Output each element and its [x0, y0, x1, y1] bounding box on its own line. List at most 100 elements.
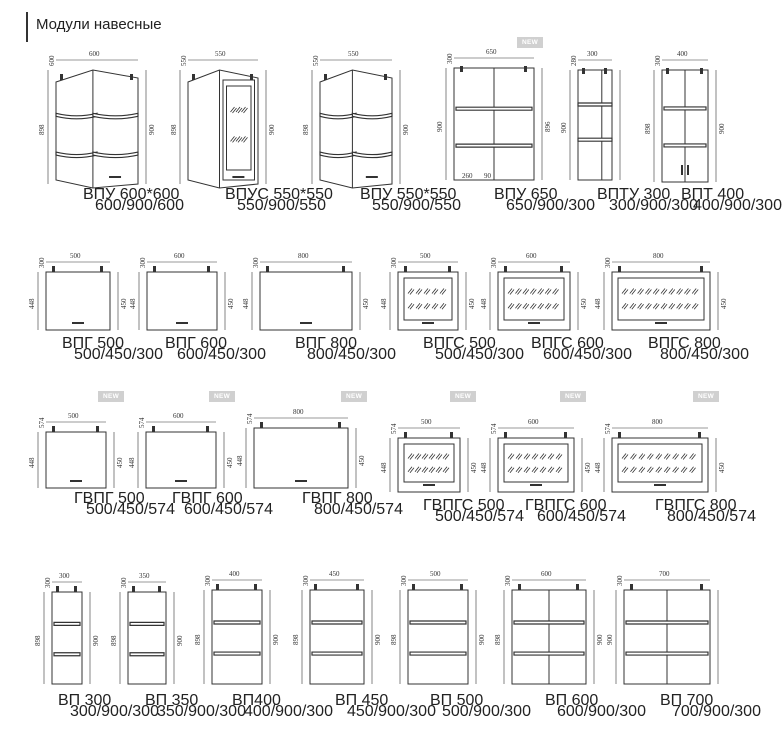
glass-hatch [243, 137, 248, 143]
dimension-depth: 300 [446, 53, 454, 65]
glass-hatch [632, 467, 637, 474]
dimension-height-left: 448 [594, 298, 602, 310]
dimension-height-left: 448 [236, 455, 244, 467]
glass-hatch [660, 288, 666, 294]
glass-hatch [431, 302, 437, 309]
carcass [611, 437, 709, 493]
glass-hatch [428, 453, 434, 459]
glass-hatch [655, 466, 661, 473]
hanger [582, 68, 585, 74]
dimension-depth: 300 [252, 257, 260, 269]
handle [423, 484, 435, 486]
shelf [213, 620, 261, 625]
module-drawing [503, 579, 595, 685]
glass-hatch [629, 302, 635, 309]
dimension-height-right: 450 [470, 462, 478, 474]
glass-hatch [537, 302, 543, 309]
glass-panel [617, 277, 705, 321]
glass-hatch [441, 289, 447, 295]
dimension-width: 400 [229, 570, 240, 578]
glass-hatch [639, 303, 644, 310]
glass-hatch [423, 302, 429, 309]
handle [300, 322, 312, 324]
glass-hatch [414, 466, 420, 473]
module-name: ВП 500 [430, 692, 484, 709]
hanger [266, 266, 269, 272]
hanger [342, 266, 345, 272]
hanger [206, 426, 209, 432]
module-size: 300/900/300 [609, 197, 698, 214]
glass-hatch [655, 453, 661, 459]
glass-hatch [665, 454, 671, 460]
hanger [698, 432, 701, 438]
glass-hatch [509, 303, 515, 310]
module-drawing [489, 261, 579, 331]
glass-hatch [235, 136, 241, 142]
glass-hatch [674, 454, 679, 460]
glass-hatch [632, 454, 637, 460]
handle [109, 176, 122, 178]
module-name: ВПУС 550*550 [225, 186, 333, 203]
glass-hatch [668, 288, 674, 294]
hanger [560, 266, 563, 272]
module-drawing [301, 579, 373, 685]
dimension-bottom-right: 90 [484, 172, 491, 180]
glass-hatch [552, 288, 557, 294]
glass-hatch [525, 467, 531, 474]
hanger [518, 584, 521, 590]
dimension-depth: 574 [38, 417, 46, 429]
dimension-height-right: 900 [402, 124, 410, 136]
module-name: ВПТ 400 [681, 186, 745, 203]
glass-hatch [684, 288, 689, 294]
hanger [564, 432, 567, 438]
glass-hatch [637, 288, 642, 294]
carcass [397, 437, 461, 493]
carcass [253, 427, 349, 489]
glass-hatch [676, 302, 681, 309]
glass-hatch [647, 453, 652, 459]
glass-hatch [435, 453, 441, 459]
module-drawing [137, 421, 225, 489]
dimension-depth: 300 [204, 575, 212, 587]
glass-hatch [680, 466, 686, 473]
glass-hatch [531, 453, 537, 459]
dimension-height-left: 898 [494, 634, 502, 646]
glass-hatch [517, 303, 522, 310]
glass-hatch [431, 288, 437, 294]
module-drawing [389, 261, 467, 331]
hanger [216, 584, 219, 590]
module-name: ВПГС 600 [531, 335, 604, 352]
module-name: ГВПГ 800 [302, 490, 373, 507]
shelf [351, 112, 393, 120]
handle [528, 322, 540, 324]
glass-hatch [407, 453, 413, 459]
glass-hatch [507, 288, 513, 294]
module-drawing [489, 427, 583, 493]
hanger [338, 422, 341, 428]
handle [176, 322, 188, 324]
dimension-width: 450 [329, 570, 340, 578]
module-name: ВПУ 650 [494, 186, 558, 203]
glass-panel [226, 85, 252, 171]
glass-hatch [428, 466, 434, 473]
carcass [211, 589, 263, 685]
glass-hatch [663, 466, 669, 473]
glass-hatch [638, 453, 644, 459]
new-badge: NEW [450, 391, 476, 402]
glass-hatch [433, 289, 439, 295]
hanger [630, 584, 633, 590]
dimension-height-left: 898 [390, 634, 398, 646]
hanger [404, 432, 407, 438]
module-name: ГВПГС 600 [525, 497, 607, 514]
dimension-depth: 550 [180, 55, 188, 67]
dimension-height-right: 450 [584, 462, 592, 474]
dimension-depth: 300 [139, 257, 147, 269]
module-name: ВП 300 [58, 692, 112, 709]
module-name: ГВПГ 600 [172, 490, 243, 507]
